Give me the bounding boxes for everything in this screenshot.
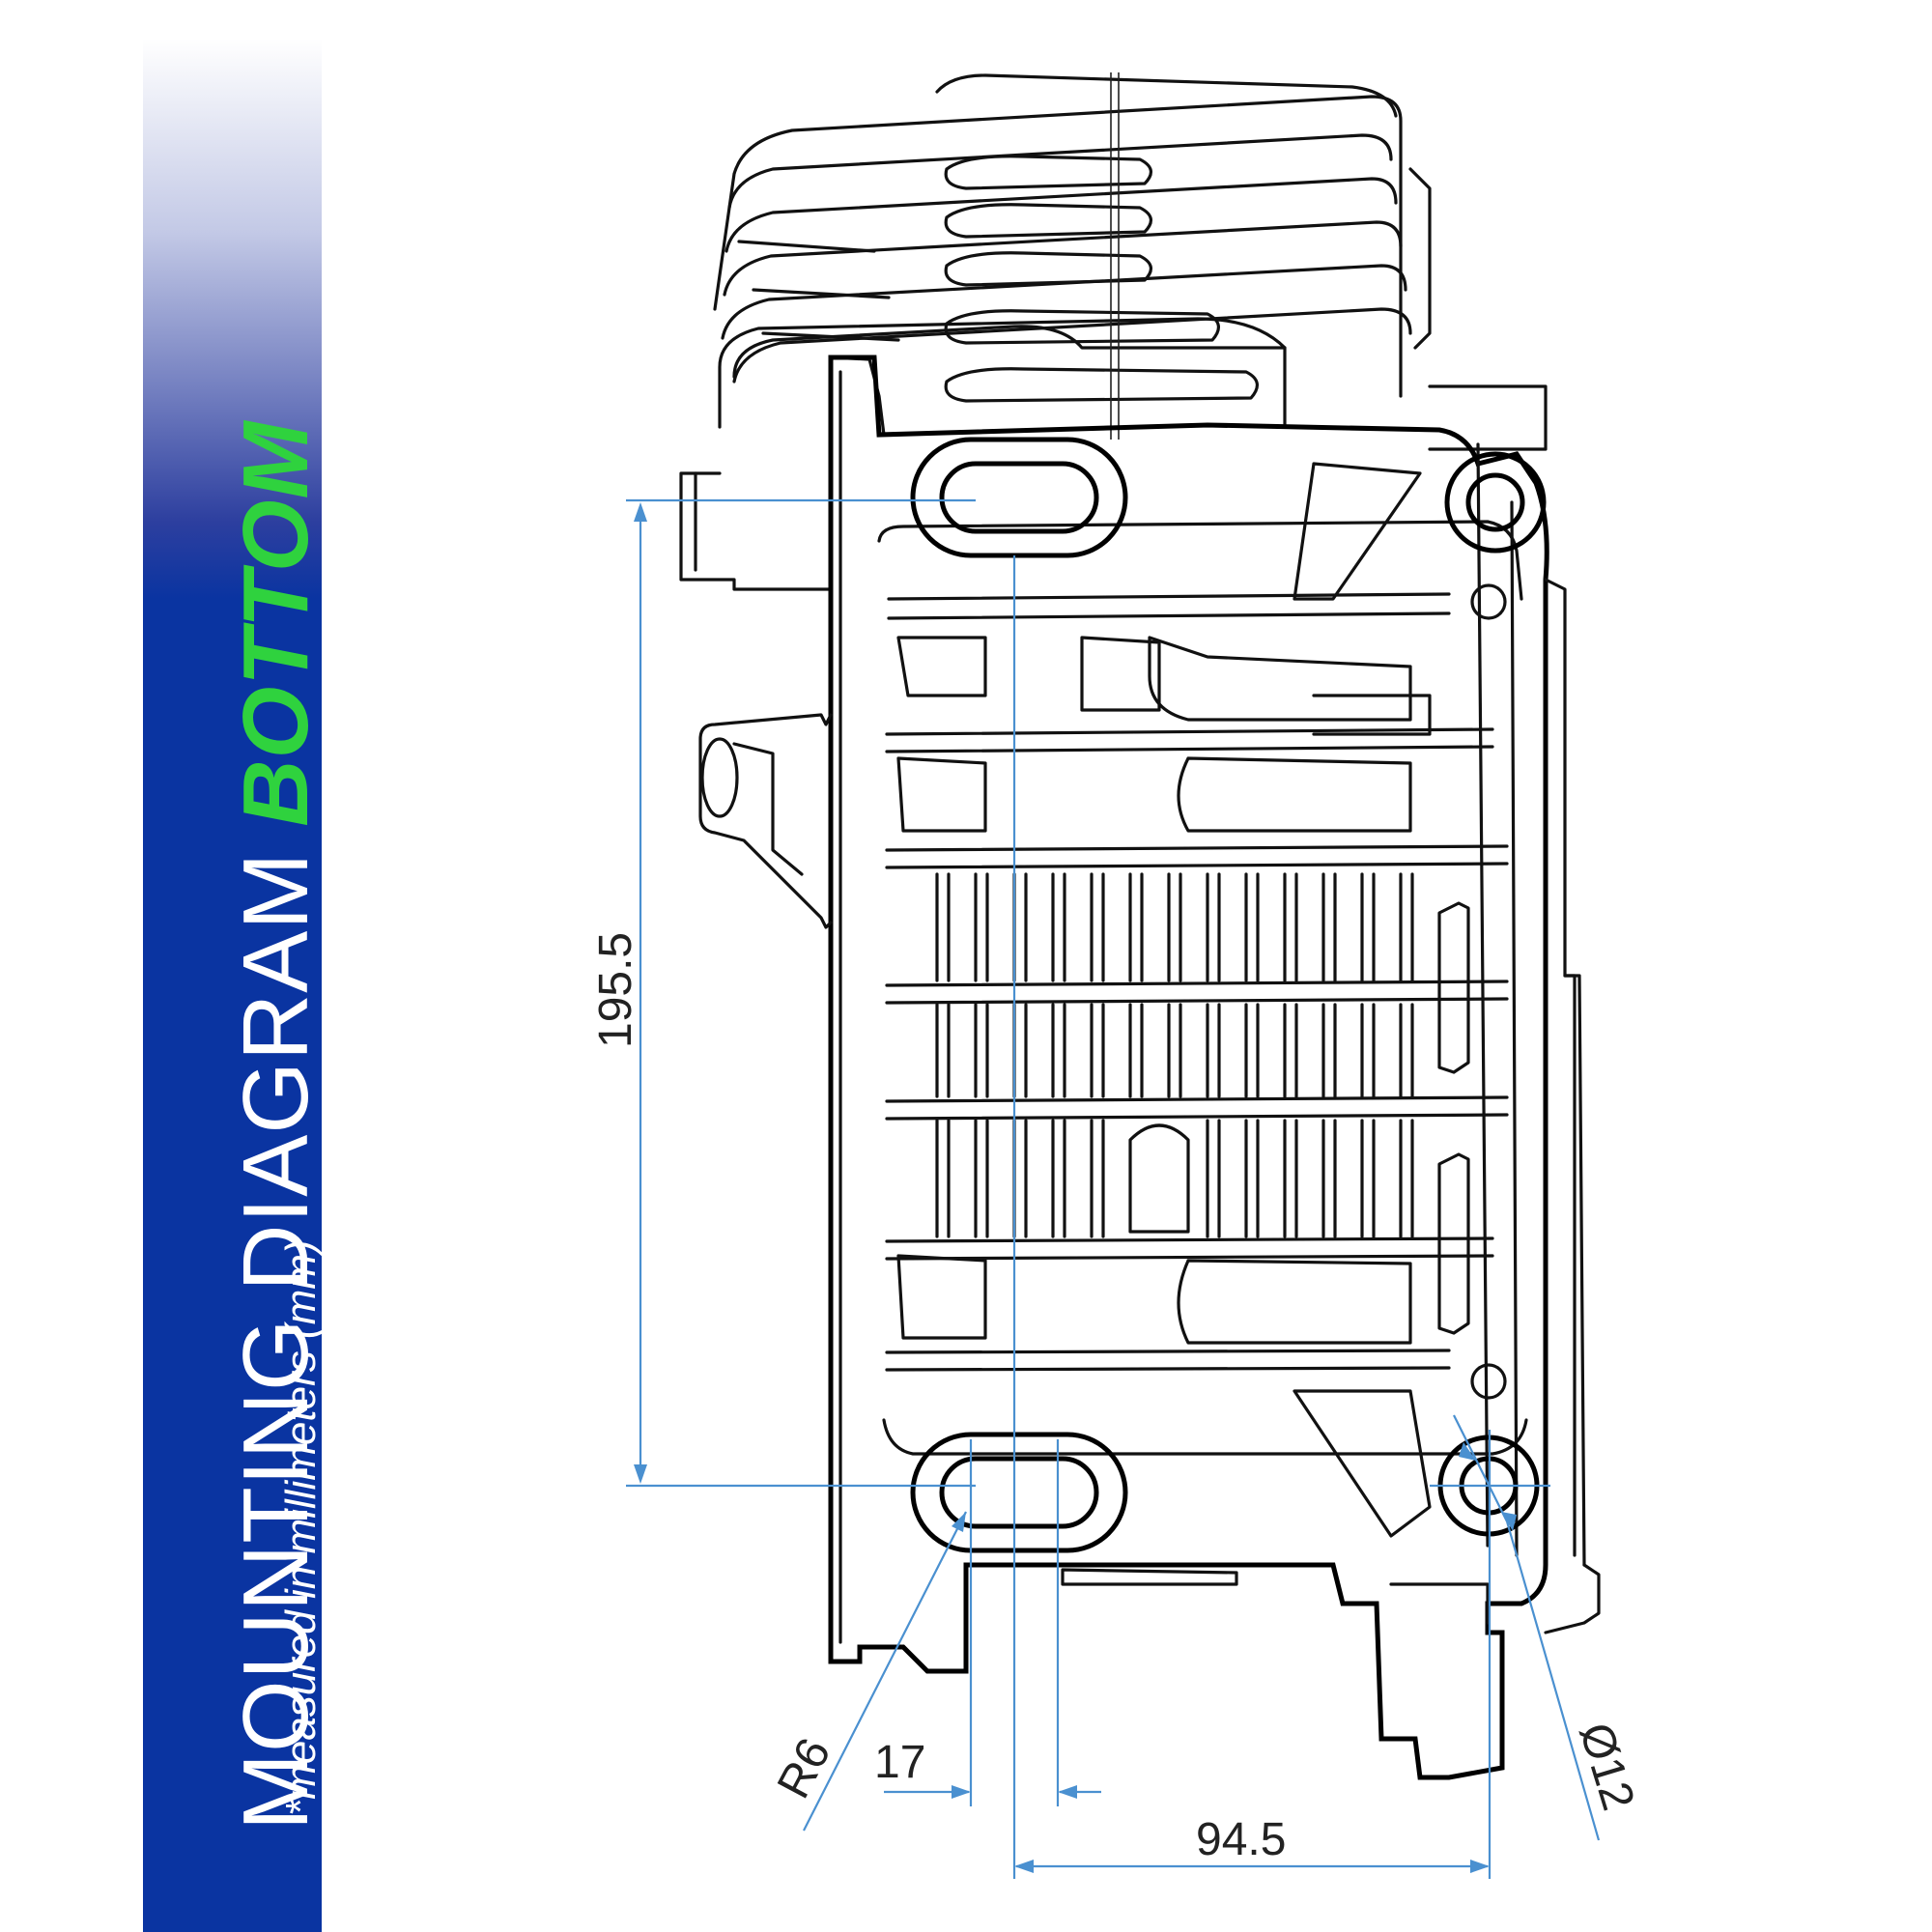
dim-text-94-5: 94.5 <box>1196 1814 1286 1865</box>
internal-ribs <box>885 462 1509 1625</box>
dim-text-diameter-12: Ø12 <box>1569 1718 1643 1816</box>
dim-text-r6: R6 <box>768 1730 841 1806</box>
left-flange <box>679 355 886 591</box>
dim-text-17: 17 <box>874 1737 925 1788</box>
fin-slots <box>935 872 1414 1238</box>
mounting-slot-top <box>910 437 1128 558</box>
dimension-17: 17 <box>874 1439 1101 1806</box>
crankcase-body <box>828 355 1601 1780</box>
dim-text-195-5: 195.5 <box>590 932 641 1048</box>
cylinder-fins <box>713 72 1548 451</box>
mounting-hole-top <box>1444 451 1547 620</box>
mounting-slot-bottom <box>910 1432 1128 1553</box>
side-banner <box>143 0 322 1932</box>
dimension-195-5: 195.5 <box>590 498 976 1488</box>
side-boss <box>698 713 833 929</box>
dimension-94-5: 94.5 <box>1014 1430 1492 1879</box>
